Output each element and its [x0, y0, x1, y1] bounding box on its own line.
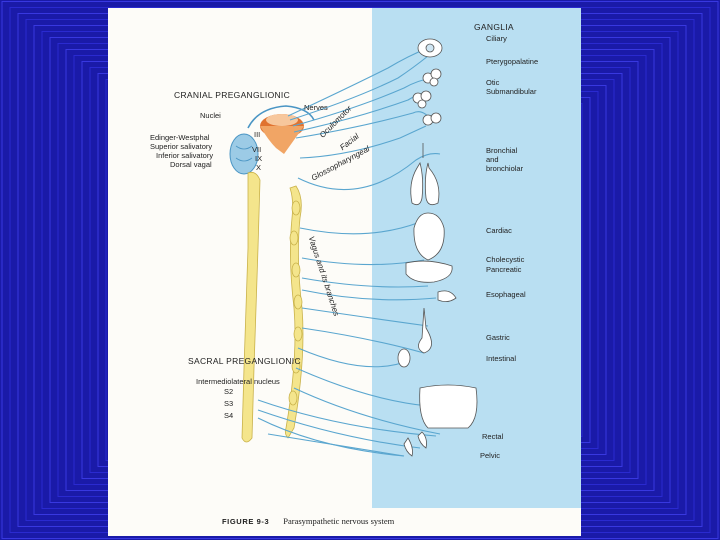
organ-illustrations [397, 38, 478, 457]
ganglion-label-otic: Otic [486, 78, 500, 87]
pancreas-organ [437, 290, 457, 302]
ganglion-label-bronchial: Bronchial and bronchiolar [486, 146, 524, 173]
intestine-organ [419, 384, 478, 429]
kidney-organ [397, 348, 411, 368]
sacral-level-s2: S2 [224, 387, 234, 396]
figure-number: FIGURE 9-3 [222, 517, 270, 526]
ganglion-label-cardiac: Cardiac [486, 226, 512, 235]
ganglia-header: GANGLIA [474, 22, 514, 32]
nerves-label: Nerves [304, 103, 328, 112]
ganglion-label-pelvic: Pelvic [480, 451, 501, 460]
ganglion-label-submandibular: Submandibular [486, 87, 537, 96]
figure-panel: GANGLIA CRANIAL PREGANGLIONIC SACRAL PRE… [108, 8, 581, 536]
roman-label-1: VII [252, 145, 262, 154]
figure-title: Parasympathetic nervous system [283, 516, 395, 526]
ganglion-label-gastric: Gastric [486, 333, 510, 342]
gland-cluster-3 [422, 112, 442, 126]
vagus-trunk [284, 185, 304, 439]
lungs-organ [410, 143, 440, 206]
ganglion-label-ciliary: Ciliary [486, 34, 507, 43]
diagram-art [229, 8, 581, 508]
roman-label-3: X [256, 163, 262, 172]
ganglion-label-cholecystic: Cholecystic [486, 255, 525, 264]
nucleus-label-1: Superior salivatory [150, 142, 213, 151]
ganglia-panel [372, 8, 581, 508]
figure-caption: FIGURE 9-3 Parasympathetic nervous system [222, 516, 394, 526]
nucleus-label-3: Dorsal vagal [170, 160, 212, 169]
pelvic-organ [403, 431, 427, 457]
ganglion-label-pancreatic: Pancreatic [486, 265, 522, 274]
roman-label-2: IX [255, 154, 263, 163]
sacral-level-s4: S4 [224, 411, 234, 420]
nuclei-label: Nuclei [200, 111, 221, 120]
cranial-header: CRANIAL PREGANGLIONIC [174, 90, 291, 100]
ganglion-label-intestinal: Intestinal [486, 354, 517, 363]
ganglion-label-pterygopalatine: Pterygopalatine [486, 57, 539, 66]
brainstem [229, 105, 315, 175]
roman-label-0: III [254, 130, 261, 139]
gland-cluster-1 [422, 68, 442, 87]
liver-organ [405, 260, 453, 283]
ganglion-label-esophageal: Esophageal [486, 290, 526, 299]
gland-cluster-2 [412, 90, 432, 109]
heart-organ [413, 212, 445, 261]
spinal-cord [241, 171, 261, 443]
sacral-level-s3: S3 [224, 399, 234, 408]
ganglion-label-rectal: Rectal [482, 432, 504, 441]
nucleus-label-2: Inferior salivatory [156, 151, 214, 160]
sacral-header: SACRAL PREGANGLIONIC [188, 356, 301, 366]
esophagus-stomach-organ [418, 307, 432, 354]
nucleus-label-0: Edinger-Westphal [150, 133, 210, 142]
intermediolateral-label: Intermediolateral nucleus [196, 377, 280, 386]
